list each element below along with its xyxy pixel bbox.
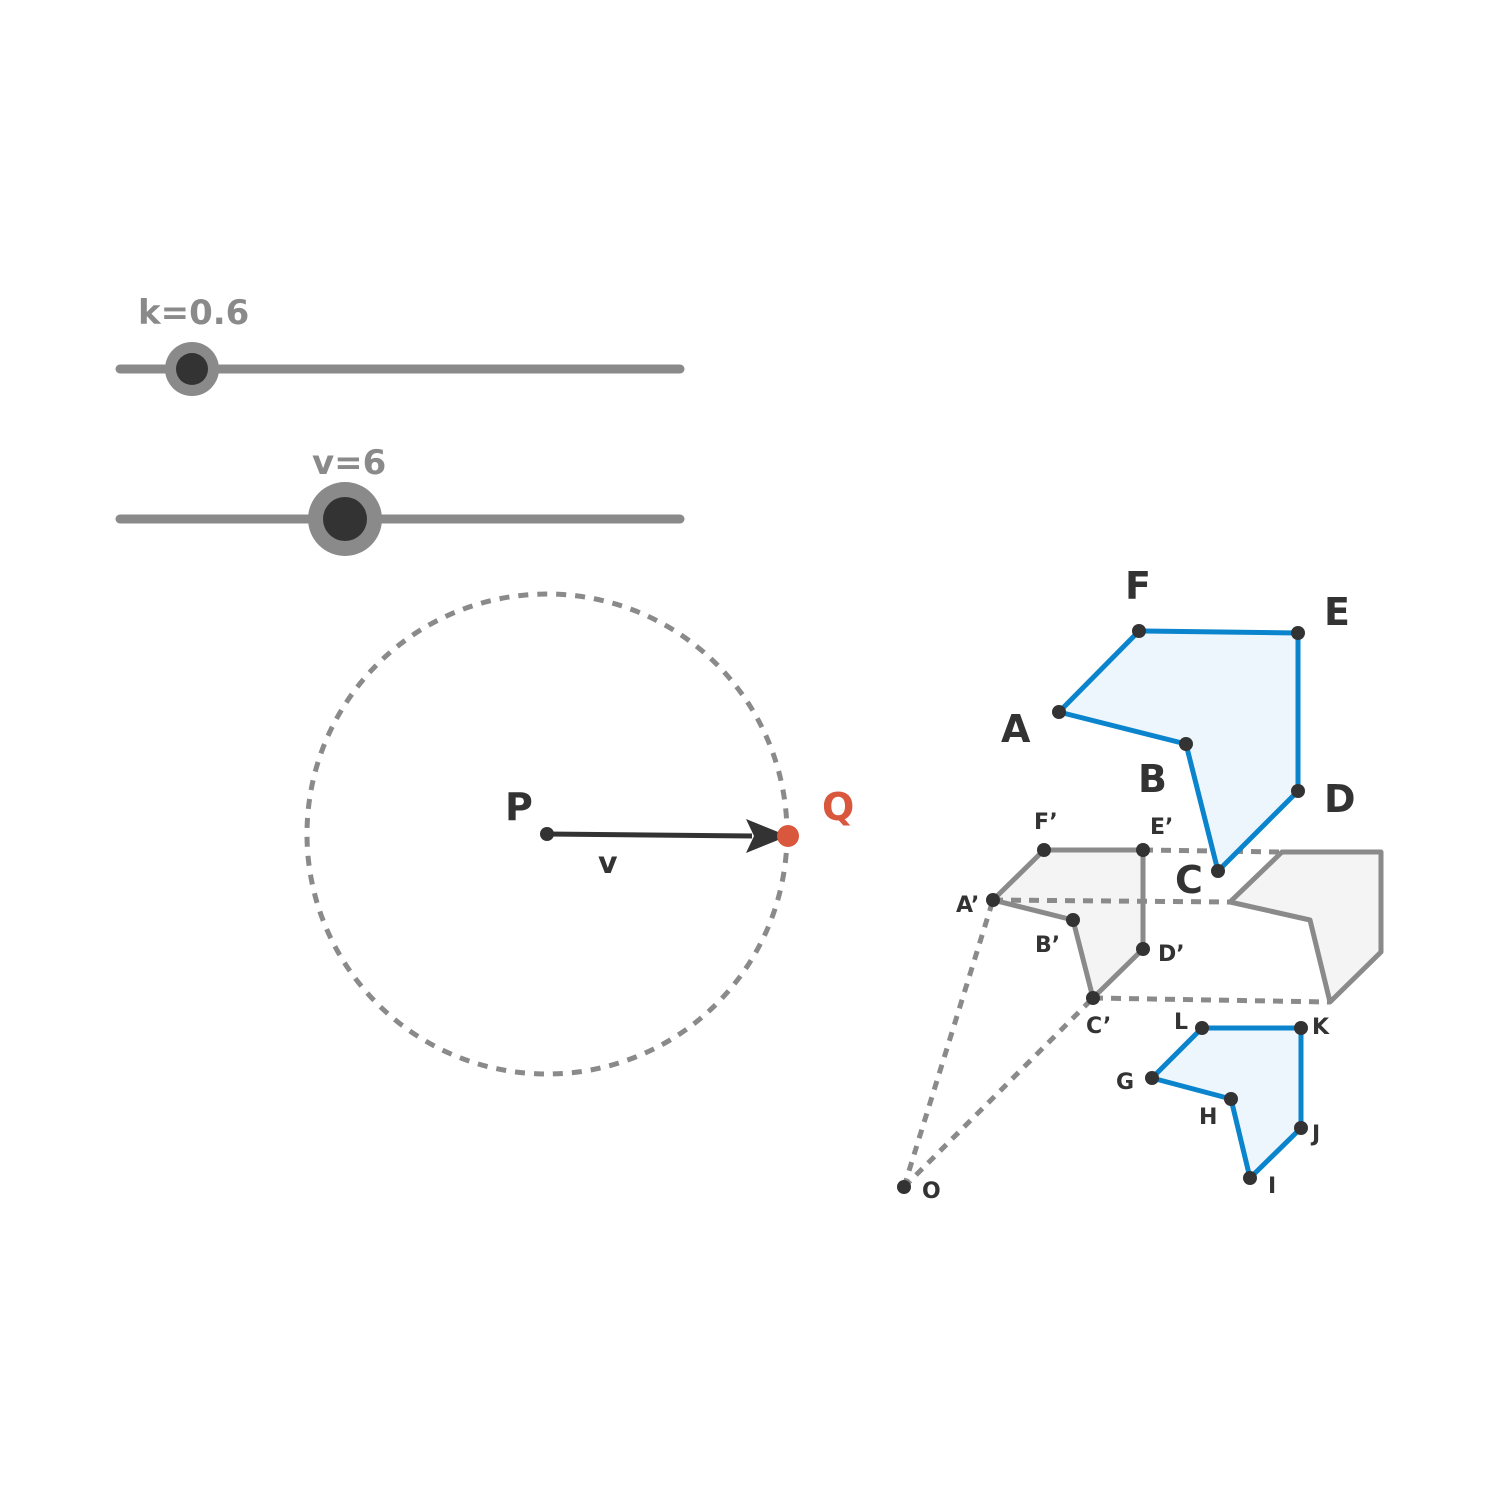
label-b: B (1138, 757, 1167, 801)
point-e-prime[interactable] (1136, 843, 1150, 857)
label-h: H (1199, 1105, 1217, 1130)
dilation-ray-a (901, 899, 996, 1188)
point-b-prime[interactable] (1066, 913, 1080, 927)
label-f: F (1125, 564, 1151, 608)
label-q: Q (822, 785, 854, 829)
point-p[interactable] (540, 827, 554, 841)
point-o[interactable] (897, 1180, 911, 1194)
point-c-prime[interactable] (1086, 991, 1100, 1005)
point-h[interactable] (1224, 1092, 1238, 1106)
slider-v-label: v=6 (312, 443, 386, 483)
point-q[interactable] (777, 825, 799, 847)
point-a[interactable] (1052, 705, 1066, 719)
slider-v[interactable]: v=6 (115, 443, 685, 556)
vector-v-arrowhead (746, 819, 788, 853)
dilation-rays (901, 899, 1095, 1189)
points (897, 624, 1308, 1194)
vector-v-line (546, 831, 753, 839)
label-e: E (1324, 590, 1350, 634)
label-c-prime: C’ (1086, 1014, 1111, 1039)
label-c: C (1175, 858, 1203, 902)
point-d-prime[interactable] (1136, 942, 1150, 956)
point-c[interactable] (1211, 864, 1225, 878)
point-d[interactable] (1291, 784, 1305, 798)
label-b-prime: B’ (1035, 933, 1060, 958)
label-k: K (1312, 1015, 1330, 1040)
translation-lines (992, 847, 1331, 1005)
point-f-prime[interactable] (1037, 843, 1051, 857)
translated-image (1227, 849, 1384, 1005)
label-g: G (1116, 1070, 1134, 1095)
point-e[interactable] (1291, 626, 1305, 640)
slider-k-handle[interactable] (176, 353, 208, 385)
point-k[interactable] (1294, 1021, 1308, 1035)
translation-line-c (1092, 995, 1331, 1005)
label-i: I (1268, 1174, 1276, 1199)
translation-line-e (1142, 847, 1283, 855)
label-o: O (922, 1179, 941, 1204)
label-l: L (1174, 1010, 1188, 1035)
label-p: P (505, 785, 533, 829)
point-a-prime[interactable] (986, 893, 1000, 907)
slider-k[interactable]: k=0.6 (115, 293, 685, 396)
label-d-prime: D’ (1158, 942, 1185, 967)
point-j[interactable] (1294, 1121, 1308, 1135)
label-a-prime: A’ (956, 893, 979, 918)
polygon-abcdef[interactable] (1056, 628, 1301, 874)
point-g[interactable] (1145, 1071, 1159, 1085)
point-b[interactable] (1179, 737, 1193, 751)
label-v: v (598, 846, 618, 881)
label-f-prime: F’ (1034, 810, 1058, 835)
label-d: D (1324, 777, 1356, 821)
point-i[interactable] (1243, 1171, 1257, 1185)
label-j: J (1310, 1122, 1320, 1147)
slider-k-label: k=0.6 (138, 293, 249, 333)
point-f[interactable] (1132, 624, 1146, 638)
point-l[interactable] (1195, 1021, 1209, 1035)
slider-v-handle[interactable] (323, 497, 367, 541)
label-e-prime: E’ (1150, 815, 1173, 840)
translation-line-a (992, 897, 1231, 905)
dilation-ray-c (902, 996, 1095, 1189)
label-a: A (1001, 707, 1031, 751)
